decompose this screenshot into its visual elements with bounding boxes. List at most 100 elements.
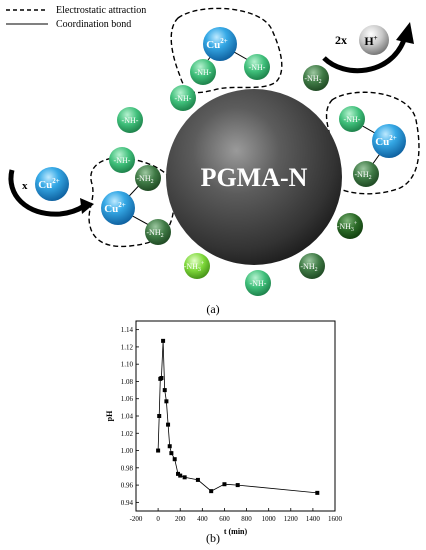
svg-text:Cu2+: Cu2+	[38, 177, 60, 191]
svg-text:-NH-: -NH-	[250, 279, 267, 288]
data-point	[176, 471, 181, 476]
incoming-cu-annotation: x	[8, 169, 94, 217]
group-nh2-left-bonded: -NH2	[135, 165, 161, 191]
svg-text:Cu2+: Cu2+	[206, 37, 228, 51]
legend-dashed-label: Electrostatic attraction	[56, 5, 146, 16]
x-tick-label: 600	[219, 515, 230, 523]
y-tick-label: 1.08	[121, 378, 134, 386]
data-point	[157, 414, 162, 418]
x-tick-label: -200	[130, 515, 143, 523]
released-proton-annotation: H+ 2x	[322, 22, 414, 74]
y-tick-label: 1.10	[121, 361, 134, 369]
curved-arrow-out-icon	[322, 38, 407, 74]
svg-text:-NH2: -NH2	[300, 262, 317, 273]
group-nh-bottom: -NH-	[245, 270, 271, 296]
caption-b: (b)	[206, 531, 220, 545]
data-point	[172, 457, 177, 462]
data-point	[178, 473, 183, 478]
data-point	[166, 422, 171, 427]
data-point	[315, 490, 320, 495]
svg-text:-NH-: -NH-	[114, 156, 131, 165]
group-nh2-right-bonded: -NH2	[353, 161, 379, 187]
ph-series-line	[157, 340, 318, 494]
y-tick-label: 1.06	[121, 395, 134, 403]
data-point	[164, 399, 169, 404]
data-point	[209, 489, 214, 494]
y-axis-label: pH	[105, 410, 114, 421]
svg-text:-NH2: -NH2	[304, 74, 321, 85]
svg-text:-NH-: -NH-	[344, 115, 361, 124]
group-nh-left: -NH-	[117, 107, 143, 133]
group-nh-right-upper: -NH-	[339, 106, 365, 132]
svg-text:-NH-: -NH-	[122, 116, 139, 125]
copper-ions: Cu2+ Cu2+ Cu2+ Cu2+	[35, 27, 406, 225]
released-prefix: 2x	[335, 33, 347, 47]
caption-a: (a)	[206, 302, 219, 316]
svg-text:-NH3+: -NH3+	[337, 221, 358, 233]
group-nh3-right: -NH3+	[337, 213, 363, 239]
group-nh-top-left: -NH-	[190, 59, 216, 85]
y-tick-label: 1.02	[121, 430, 134, 438]
x-tick-label: 0	[156, 515, 160, 523]
svg-text:Cu2+: Cu2+	[104, 201, 126, 215]
svg-text:-NH-: -NH-	[249, 63, 266, 72]
y-tick-label: 0.94	[121, 499, 134, 507]
plot-frame	[135, 320, 336, 512]
data-point	[162, 388, 167, 393]
data-point	[159, 376, 164, 380]
amine-groups: -NH- -NH- -NH2 -NH- -NH- -NH- -NH2	[109, 54, 379, 296]
svg-text:-NH-: -NH-	[195, 68, 212, 77]
y-tick-label: 1.12	[121, 343, 134, 351]
arrowhead-out-icon	[396, 22, 414, 44]
incoming-prefix: x	[22, 180, 28, 192]
data-point	[182, 475, 187, 480]
cu-ion-incoming: Cu2+	[35, 167, 69, 201]
data-point	[167, 444, 172, 449]
cu-ion-top: Cu2+	[203, 27, 237, 61]
x-tick-label: 1200	[284, 515, 299, 523]
y-tick-label: 0.98	[121, 464, 134, 472]
x-axis-label: t (min)	[224, 527, 248, 536]
data-point	[195, 477, 200, 482]
data-point	[169, 451, 174, 456]
data-point	[235, 483, 240, 488]
ph-chart: -200 0 200 400 600 800 1000 1200 1400 1600 0.94 0.9…	[105, 320, 343, 536]
svg-text:-NH2: -NH2	[354, 170, 371, 181]
group-nh-top-right: -NH-	[244, 54, 270, 80]
pgma-n-sphere: PGMA-N	[166, 89, 342, 265]
x-tick-label: 1400	[306, 515, 321, 523]
sphere-label: PGMA-N	[201, 163, 308, 192]
y-tick-label: 1.00	[121, 447, 134, 455]
data-point	[156, 448, 161, 453]
y-tick-label: 1.14	[121, 326, 134, 334]
svg-text:-NH2: -NH2	[136, 174, 153, 185]
svg-text:H+: H+	[364, 34, 377, 48]
svg-text:Cu2+: Cu2+	[375, 134, 397, 148]
arrowhead-in-icon	[80, 198, 94, 214]
data-point	[222, 482, 227, 487]
cu-ion-left-bound: Cu2+	[101, 191, 135, 225]
group-nh3-bottom-left: -NH3+	[184, 253, 210, 279]
group-nh2-top-right: -NH2	[303, 65, 329, 91]
x-tick-label: 400	[197, 515, 208, 523]
legend: Electrostatic attraction Coordination bo…	[6, 5, 146, 30]
group-nh2-bottom-right: -NH2	[299, 253, 325, 279]
group-nh2-left-lower: -NH2	[145, 219, 171, 245]
data-point	[161, 338, 166, 343]
y-tick-label: 0.96	[121, 482, 134, 490]
x-tick-label: 800	[241, 515, 252, 523]
h-ion	[359, 25, 389, 55]
svg-text:-NH2: -NH2	[146, 228, 163, 239]
x-tick-label: 1600	[328, 515, 343, 523]
svg-text:-NH3+: -NH3+	[184, 261, 205, 273]
curved-arrow-in-icon	[8, 169, 86, 217]
sphere-body	[166, 89, 342, 265]
x-tick-label: 1000	[262, 515, 277, 523]
x-tick-label: 200	[175, 515, 186, 523]
group-nh-left-upper: -NH-	[170, 85, 196, 111]
y-tick-label: 1.04	[121, 413, 134, 421]
top-region	[170, 7, 283, 94]
svg-text:-NH-: -NH-	[175, 94, 192, 103]
group-nh-left-mid: -NH-	[109, 147, 135, 173]
